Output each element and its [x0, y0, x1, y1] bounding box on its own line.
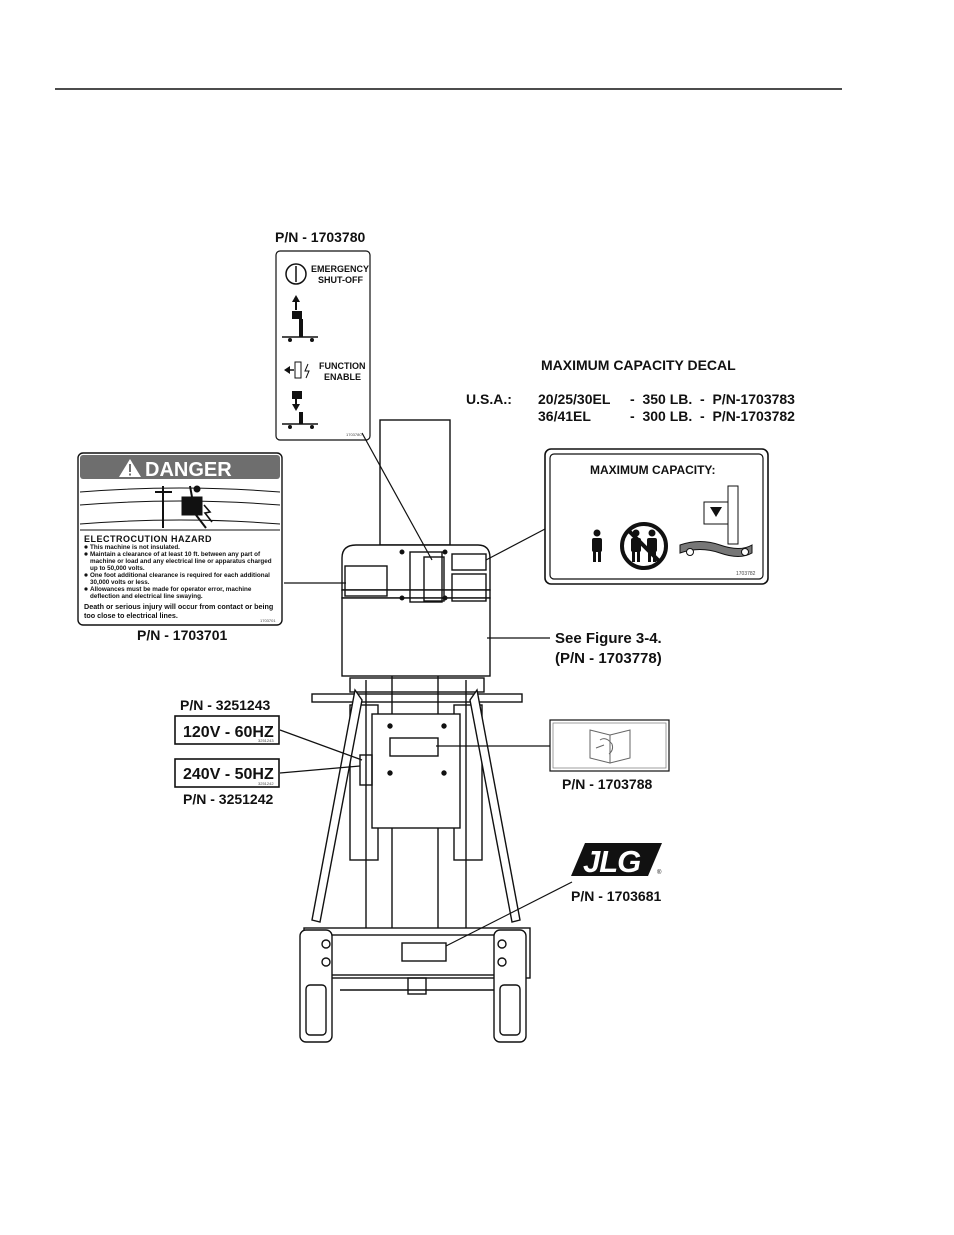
- base-decal-area: [401, 942, 447, 962]
- svg-text:3251243: 3251243: [258, 738, 274, 743]
- see-figure-pn: (P/N - 1703778): [555, 650, 662, 667]
- mast-plate: [371, 713, 461, 829]
- label-pn-120v: P/N - 3251243: [180, 697, 270, 713]
- svg-text:1703782: 1703782: [736, 571, 756, 577]
- model-2-weight: - 300 LB. - P/N-1703782: [630, 408, 795, 424]
- read-manual-icon: [589, 729, 631, 764]
- danger-bullets: This machine is not insulated. Maintain …: [84, 544, 272, 600]
- svg-text:240V - 50HZ: 240V - 50HZ: [183, 766, 274, 783]
- danger-header-text: DANGER: [145, 459, 232, 481]
- svg-text:1703701: 1703701: [260, 618, 276, 623]
- see-figure-label: See Figure 3-4.: [555, 630, 662, 647]
- model-1: 20/25/30EL: [538, 391, 611, 407]
- leader-240v: [279, 765, 361, 774]
- no-two-persons-icon: [620, 522, 668, 570]
- svg-text:FUNCTION: FUNCTION: [319, 361, 366, 371]
- danger-decal: DANGER ELECTROCUTION HAZARD This machine…: [77, 452, 283, 626]
- power-icon: [285, 263, 307, 285]
- leader-capacity: [485, 528, 546, 561]
- svg-text:JLG: JLG: [583, 844, 641, 879]
- estop-decal: EMERGENCY SHUT-OFF FUNCTION ENABLE 17037…: [275, 250, 371, 441]
- svg-text:Allowances must be made for op: Allowances must be made for operator err…: [90, 586, 252, 593]
- svg-text:deflection and electrical line: deflection and electrical line swaying.: [90, 593, 203, 600]
- svg-text:SHUT-OFF: SHUT-OFF: [318, 275, 363, 285]
- control-box-lower: [341, 597, 491, 677]
- svg-text:120V - 60HZ: 120V - 60HZ: [183, 724, 274, 741]
- leader-120v: [279, 729, 363, 761]
- svg-text:One foot additional clearance: One foot additional clearance is require…: [90, 572, 270, 579]
- svg-text:This machine is not insulated.: This machine is not insulated.: [90, 544, 180, 551]
- svg-text:3251242: 3251242: [258, 781, 274, 786]
- model-1-weight: - 350 LB. - P/N-1703783: [630, 391, 795, 407]
- leader-jlg: [445, 881, 573, 947]
- left-wheel: [299, 929, 333, 1043]
- svg-text:up to 50,000 volts.: up to 50,000 volts.: [90, 565, 145, 572]
- svg-text:Maintain a clearance of at lea: Maintain a clearance of at least 10 ft. …: [90, 551, 261, 558]
- svg-text:MAXIMUM CAPACITY:: MAXIMUM CAPACITY:: [590, 463, 716, 477]
- model-2: 36/41EL: [538, 408, 591, 424]
- svg-text:machine or load and any electr: machine or load and any electrical line …: [90, 558, 272, 565]
- svg-text:30,000 volts or less.: 30,000 volts or less.: [90, 579, 150, 586]
- leader-lines: [279, 432, 573, 947]
- jlg-logo: JLG ®: [571, 843, 662, 879]
- svg-text:1703780: 1703780: [346, 432, 362, 437]
- voltage-120-decal: 120V - 60HZ 3251243: [174, 715, 280, 745]
- max-capacity-decal: MAXIMUM CAPACITY: 1703782: [544, 448, 769, 585]
- svg-text:too close to electrical lines.: too close to electrical lines.: [84, 611, 178, 620]
- label-pn-manual: P/N - 1703788: [562, 776, 652, 792]
- function-enable-icon: [284, 361, 310, 379]
- svg-text:ENABLE: ENABLE: [324, 372, 361, 382]
- max-capacity-title: MAXIMUM CAPACITY DECAL: [541, 357, 736, 373]
- svg-text:ELECTROCUTION HAZARD: ELECTROCUTION HAZARD: [84, 534, 212, 544]
- label-pn-danger: P/N - 1703701: [137, 627, 227, 643]
- svg-text:®: ®: [657, 869, 662, 876]
- electrocution-illustration: [79, 485, 281, 529]
- lift-down-icon: [282, 391, 318, 429]
- svg-text:EMERGENCY: EMERGENCY: [311, 264, 369, 274]
- svg-text:Death or serious injury will o: Death or serious injury will occur from …: [84, 602, 273, 611]
- machine-illustration: [299, 419, 531, 1043]
- label-pn-estop: P/N - 1703780: [275, 229, 365, 245]
- single-person-icon: [592, 529, 602, 562]
- lift-load-icon: [679, 485, 753, 557]
- label-pn-240v: P/N - 3251242: [183, 791, 273, 807]
- label-pn-jlg: P/N - 1703681: [571, 888, 661, 904]
- manual-decal: [549, 719, 670, 772]
- voltage-240-decal: 240V - 50HZ 3251242: [174, 758, 280, 788]
- usa-label: U.S.A.:: [466, 391, 512, 407]
- mast: [379, 419, 451, 546]
- leader-estop: [361, 432, 433, 561]
- lift-up-icon: [282, 295, 318, 342]
